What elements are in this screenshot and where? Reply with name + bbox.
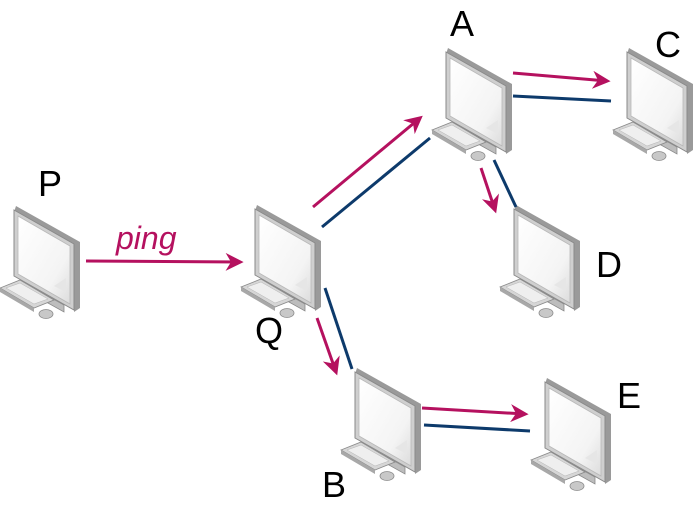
node-label-B: B	[322, 464, 346, 505]
ping-arrow-P-Q	[85, 252, 244, 271]
computer-C-icon[interactable]	[612, 47, 694, 161]
link-A-D	[492, 159, 518, 208]
computer-D-icon[interactable]	[499, 204, 581, 318]
link-Q-B	[323, 287, 354, 370]
ping-arrow-A-D	[479, 167, 499, 214]
computer-P-icon[interactable]	[0, 205, 81, 319]
node-label-D: D	[596, 244, 622, 285]
node-label-E: E	[617, 375, 641, 416]
node-label-Q: Q	[255, 310, 283, 351]
computer-E-icon[interactable]	[530, 377, 612, 491]
computer-A-icon[interactable]	[431, 47, 513, 161]
link-A-C	[512, 94, 612, 103]
node-label-P: P	[38, 163, 62, 204]
node-label-C: C	[655, 24, 681, 65]
node-label-A: A	[450, 3, 474, 44]
link-B-E	[423, 423, 531, 433]
ping-arrow-Q-A	[312, 115, 423, 209]
ping-arrow-A-C	[512, 70, 611, 89]
edges-group	[85, 70, 612, 433]
ping-arrow-B-E	[421, 404, 529, 423]
ping-arrow-Q-B	[315, 317, 340, 376]
computer-Q-icon[interactable]	[240, 204, 322, 318]
link-Q-A	[321, 136, 431, 229]
ping-label: ping	[115, 220, 177, 256]
computer-B-icon[interactable]	[340, 367, 422, 481]
